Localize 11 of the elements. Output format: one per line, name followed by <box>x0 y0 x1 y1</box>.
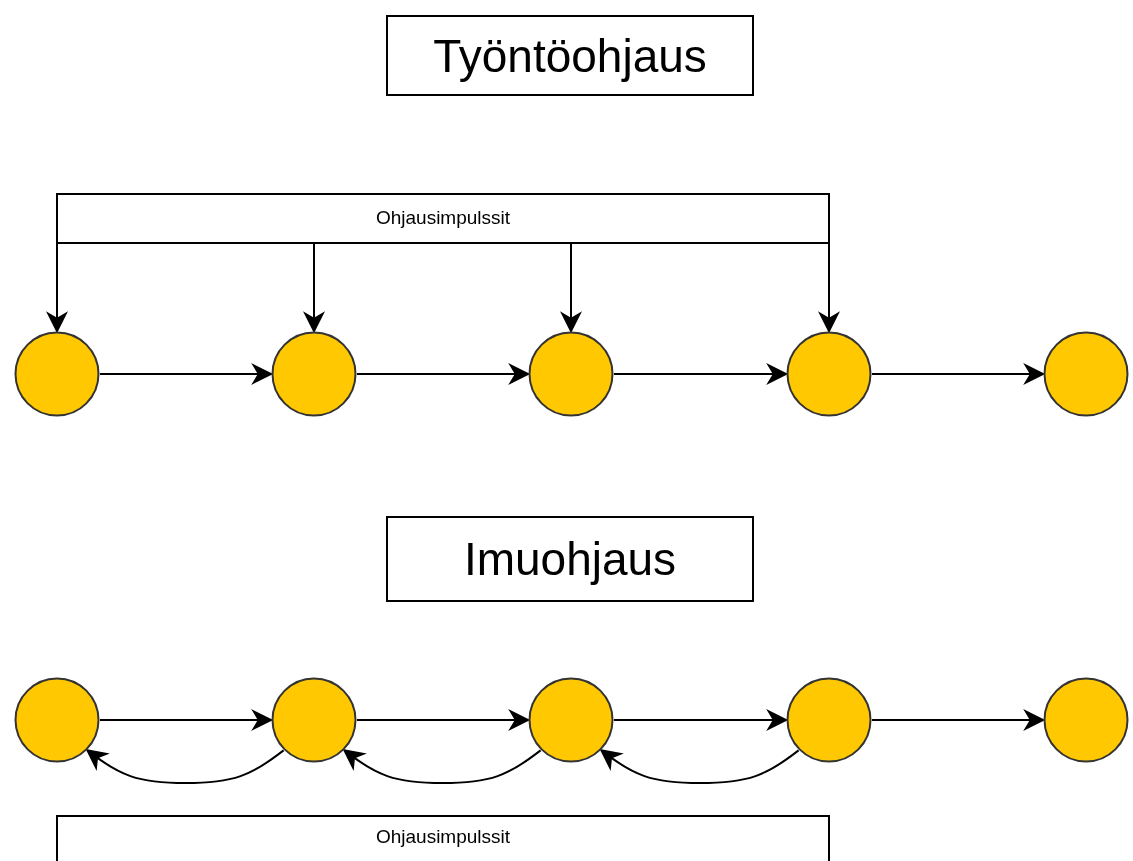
label-box: Ohjausimpulssit <box>56 815 830 861</box>
arrow <box>342 749 542 785</box>
label-box: Ohjausimpulssit <box>56 193 830 244</box>
heading-box: Työntöohjaus <box>386 15 754 96</box>
arrow <box>303 242 325 334</box>
arrow <box>85 749 285 785</box>
heading-box: Imuohjaus <box>386 516 754 602</box>
arrow <box>560 242 582 334</box>
arrow <box>818 242 840 334</box>
arrow <box>46 242 68 334</box>
arrow <box>599 749 800 785</box>
